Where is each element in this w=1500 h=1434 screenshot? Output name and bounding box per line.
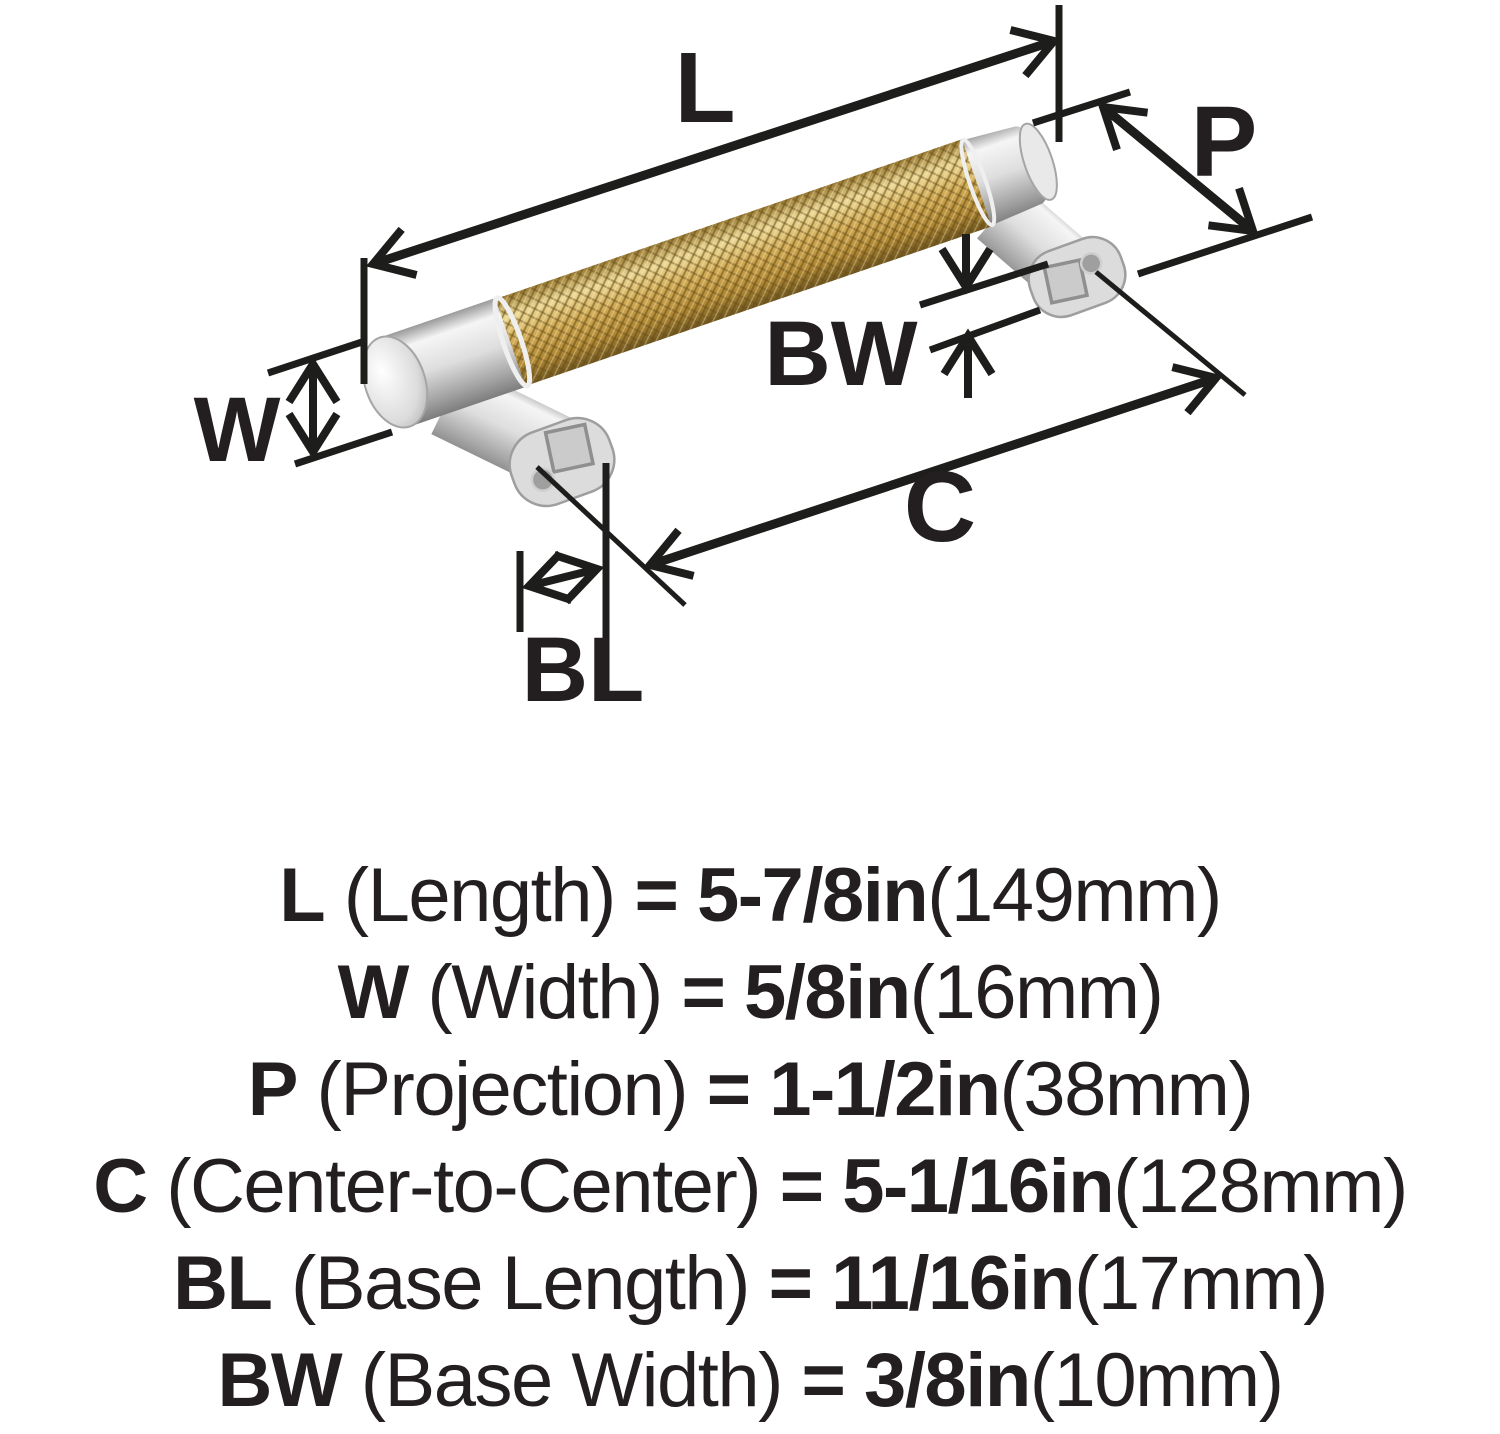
spec-inch-value: 3/8in	[864, 1338, 1031, 1423]
dimension-P	[1031, 88, 1314, 278]
dim-label-base-width: BW	[764, 303, 917, 405]
c-extension-screw-line-right	[1094, 270, 1247, 397]
spec-line-length: L (Length) = 5-7/8in(149mm)	[0, 852, 1500, 949]
spec-mm-value: (17mm)	[1074, 1241, 1328, 1326]
spec-line-center-to-center: C (Center-to-Center) = 5-1/16in(128mm)	[0, 1143, 1500, 1240]
dimension-L	[360, 5, 1063, 384]
dim-label-center-to-center: C	[904, 451, 976, 563]
spec-letter: BL	[173, 1241, 273, 1326]
spec-inch-value: 1-1/2in	[769, 1047, 1001, 1132]
spec-line-base-length: BL (Base Length) = 11/16in(17mm)	[0, 1240, 1500, 1337]
spec-mm-value: (149mm)	[927, 853, 1222, 938]
spec-equals: =	[681, 950, 744, 1035]
dim-label-base-length: BL	[522, 619, 645, 721]
spec-letter: BW	[217, 1338, 342, 1423]
left-square-mount-hole	[543, 422, 596, 474]
spec-letter: W	[337, 950, 410, 1035]
dim-label-width: W	[194, 379, 281, 481]
spec-line-projection: P (Projection) = 1-1/2in(38mm)	[0, 1046, 1500, 1143]
spec-name: (Length)	[324, 853, 635, 938]
p-extension-line-upper	[1031, 88, 1132, 127]
spec-line-base-width: BW (Base Width) = 3/8in(10mm)	[0, 1337, 1500, 1434]
spec-inch-value: 5/8in	[743, 950, 911, 1035]
spec-equals: =	[706, 1047, 770, 1132]
dimension-C	[535, 270, 1247, 607]
spec-equals: =	[768, 1241, 832, 1326]
spec-mm-value: (16mm)	[909, 950, 1164, 1035]
spec-mm-value: (38mm)	[999, 1047, 1254, 1132]
spec-mm-value: (10mm)	[1029, 1338, 1284, 1423]
spec-equals: =	[779, 1144, 843, 1229]
dimension-BL	[516, 463, 610, 694]
spec-line-width: W (Width) = 5/8in(16mm)	[0, 949, 1500, 1046]
p-dimension-arrow	[1097, 102, 1259, 236]
l-dimension-arrow	[365, 26, 1062, 279]
dimension-W	[266, 337, 394, 468]
cabinet-pull-handle	[361, 122, 1127, 508]
dim-label-length: L	[674, 32, 735, 144]
spec-name: (Center-to-Center)	[146, 1144, 780, 1229]
right-screw-hole	[1079, 252, 1103, 275]
handle-bar	[361, 122, 1058, 429]
p-extension-line-lower	[1136, 213, 1314, 278]
spec-equals: =	[634, 853, 697, 938]
spec-name: (Projection)	[296, 1047, 707, 1132]
spec-letter: L	[279, 853, 325, 938]
dimension-labels: L P W BW C BL	[194, 32, 1258, 721]
left-cap-face	[361, 335, 429, 429]
bw-reference-line-lower	[928, 306, 1042, 354]
c-extension-screw-line-left	[535, 465, 687, 607]
spec-letter: P	[247, 1047, 299, 1132]
spec-equals: =	[801, 1338, 865, 1423]
dim-label-projection: P	[1191, 86, 1258, 198]
dimension-lines	[266, 5, 1314, 694]
spec-inch-value: 5-1/16in	[842, 1144, 1115, 1229]
spec-mm-value: (128mm)	[1113, 1144, 1408, 1229]
left-base	[508, 416, 616, 508]
spec-inch-value: 5-7/8in	[696, 853, 929, 938]
bl-dimension-arrow	[521, 550, 605, 605]
spec-letter: C	[93, 1144, 148, 1229]
spec-name: (Base Width)	[341, 1338, 802, 1423]
spec-name: (Base Length)	[271, 1241, 769, 1326]
c-dimension-arrow	[642, 363, 1224, 580]
spec-name: (Width)	[407, 950, 682, 1035]
spec-inch-value: 11/16in	[831, 1241, 1076, 1326]
